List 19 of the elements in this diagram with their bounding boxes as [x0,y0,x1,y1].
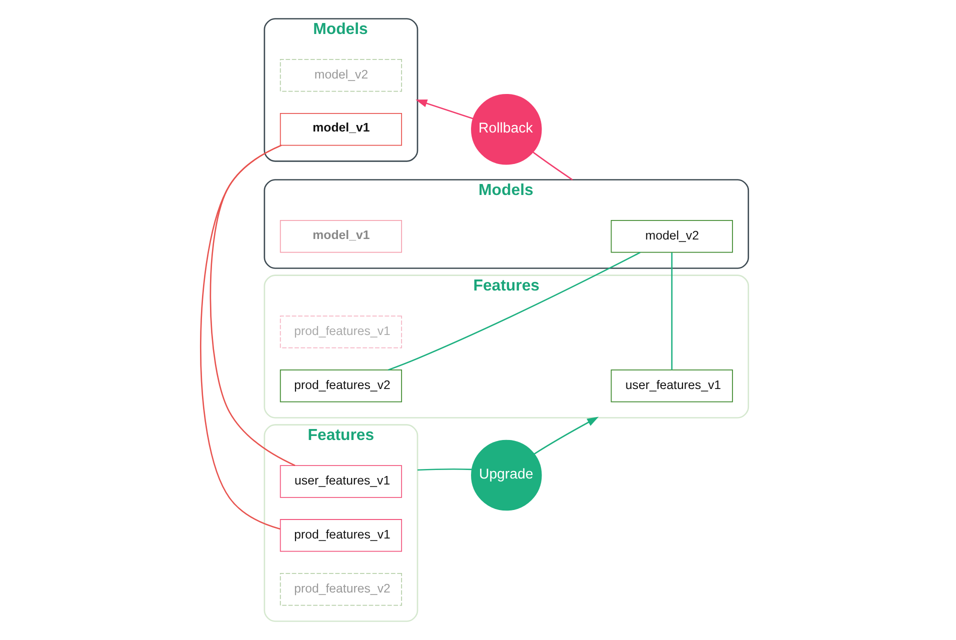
node-box: user_features_v1 [280,465,402,498]
arrow [534,416,599,454]
node-box: model_v1 [280,112,402,146]
connector [532,152,573,180]
node-box: prod_features_v1 [280,316,402,348]
connector [200,144,282,530]
node-box: model_v2 [280,59,402,92]
node-circle: Rollback [471,94,542,165]
node-box: prod_features_v2 [280,370,402,402]
connector [671,252,673,370]
connector [417,468,472,471]
node-box: prod_features_v1 [280,519,402,552]
node-box: model_v1 [280,220,402,253]
node-box: model_v2 [610,220,733,253]
arrow [416,99,474,120]
node-box: user_features_v1 [610,370,733,402]
node-box: prod_features_v2 [280,573,402,606]
node-circle: Upgrade [471,440,542,511]
connector [388,252,641,371]
